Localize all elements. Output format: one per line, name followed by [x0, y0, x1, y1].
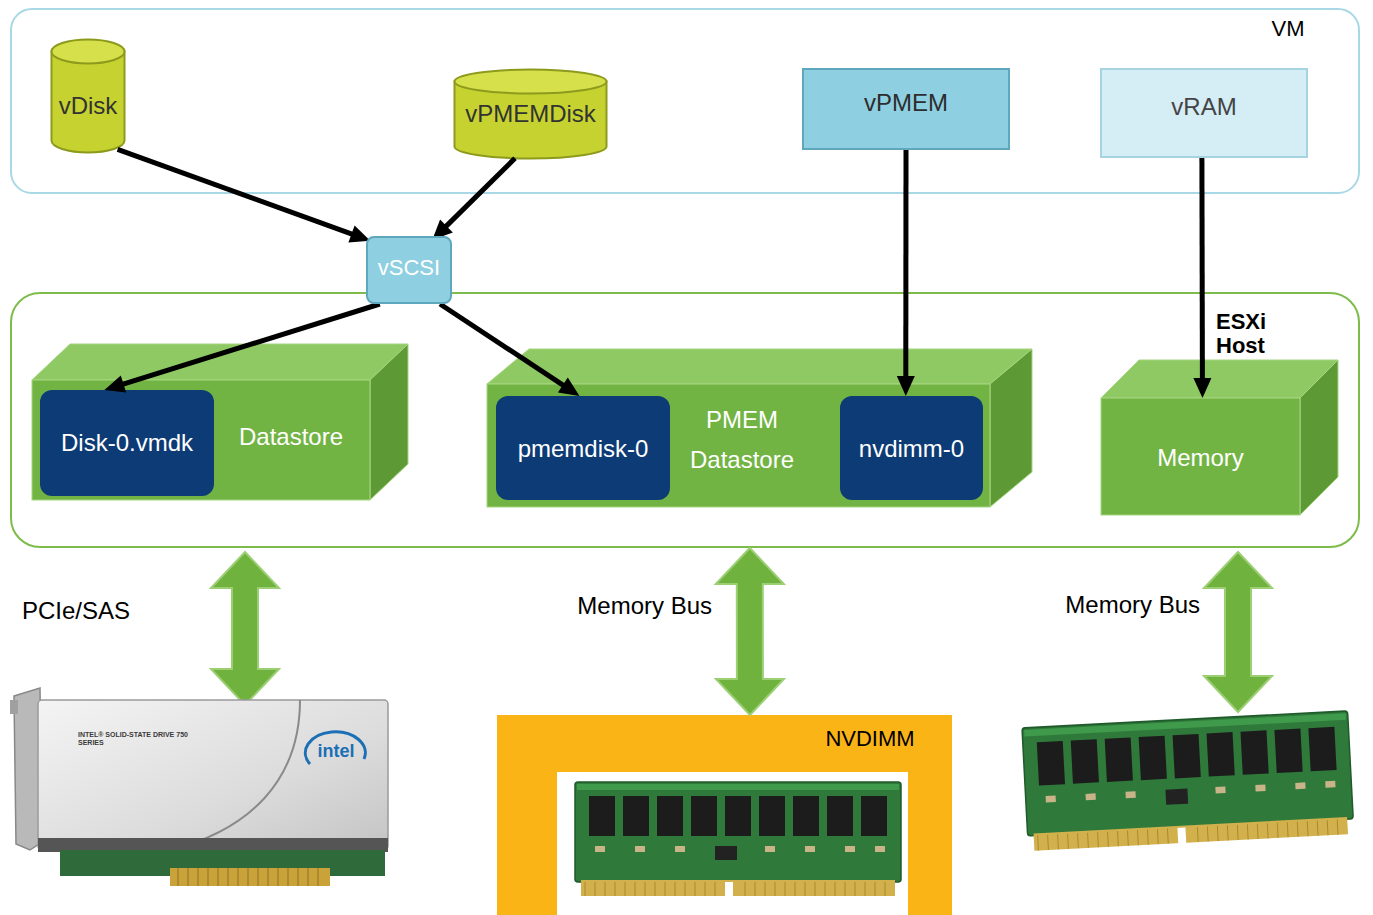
- connector-arrow: [118, 149, 371, 242]
- datastore-label: Datastore: [239, 422, 343, 451]
- virtual-disk: vDisk: [50, 38, 126, 154]
- host-label-holder: ESXi Host: [1216, 308, 1308, 360]
- file-label: Disk-0.vmdk: [61, 428, 193, 457]
- connector-arrow: [432, 158, 515, 240]
- vram-device: vRAM: [1100, 68, 1308, 158]
- host-label: ESXi Host: [1216, 310, 1308, 358]
- file-label: nvdimm-0: [859, 434, 964, 463]
- bus-label-holder: Memory Bus: [540, 588, 712, 622]
- bus-label-holder: PCIe/SAS: [22, 594, 172, 626]
- memory-block: Memory: [1101, 398, 1300, 515]
- vm-boundary: VM vDisk vPMEMDisk vPMEM vRAM: [10, 8, 1360, 194]
- product-print-holder: INTEL® SOLID-STATE DRIVE 750 SERIES: [78, 729, 188, 749]
- device-label: vRAM: [1171, 92, 1236, 121]
- virtual-disk: vPMEMDisk: [453, 68, 608, 160]
- block-3d-shape: [1101, 360, 1338, 515]
- datastore-block: Datastore Disk-0.vmdk: [32, 380, 370, 500]
- disk-label-holder: vPMEMDisk: [453, 94, 608, 132]
- file-box: Disk-0.vmdk: [40, 390, 214, 496]
- nvdimm-label-holder: NVDIMM: [800, 722, 940, 756]
- nvdimm-label: NVDIMM: [825, 726, 914, 752]
- disk-label: vPMEMDisk: [465, 99, 596, 128]
- bus-label: PCIe/SAS: [22, 596, 130, 625]
- memory-label: Memory: [1157, 443, 1244, 472]
- datastore-label: PMEM Datastore: [668, 400, 816, 480]
- connector-arrow: [1193, 158, 1211, 398]
- connector-arrow: [104, 304, 379, 393]
- bus-label: Memory Bus: [1065, 590, 1200, 619]
- file-box: nvdimm-0: [840, 396, 983, 500]
- vm-label-holder: VM: [1248, 12, 1328, 46]
- bus-label: Memory Bus: [577, 591, 712, 620]
- controller-label: vSCSI: [378, 255, 440, 281]
- vm-label: VM: [1272, 16, 1305, 42]
- controller-label-holder: vSCSI: [366, 250, 452, 286]
- controller-box: vSCSI: [366, 236, 452, 304]
- brand-logo-text: intel: [317, 740, 354, 762]
- memory-label-holder: Memory: [1101, 438, 1300, 476]
- disk-label: vDisk: [59, 91, 118, 120]
- device-label-holder: vPMEM: [802, 84, 1010, 120]
- vpmem-device: vPMEM: [802, 68, 1010, 150]
- datastore-label-holder: Datastore: [216, 416, 366, 456]
- device-label: vPMEM: [864, 88, 948, 117]
- device-label-holder: vRAM: [1100, 88, 1308, 124]
- connector-arrow: [897, 150, 915, 396]
- host-boundary: ESXi HostDatastore Disk-0.vmdk PMEM Datast…: [10, 292, 1360, 548]
- file-box: pmemdisk-0: [496, 396, 670, 500]
- bus-arrow: [716, 548, 784, 715]
- nvdimm-frame: NVDIMM: [497, 715, 952, 915]
- datastore-label-holder: PMEM Datastore: [668, 396, 816, 484]
- file-label-holder: Disk-0.vmdk: [40, 423, 214, 461]
- file-label-holder: nvdimm-0: [840, 429, 983, 467]
- product-print: INTEL® SOLID-STATE DRIVE 750 SERIES: [78, 731, 188, 747]
- datastore-block: PMEM Datastore pmemdisk-0 nvdimm-0: [487, 384, 990, 507]
- brand-logo-text-holder: intel: [306, 739, 366, 763]
- disk-label-holder: vDisk: [50, 86, 126, 124]
- file-label-holder: pmemdisk-0: [496, 429, 670, 467]
- bus-label-holder: Memory Bus: [1020, 587, 1200, 621]
- file-label: pmemdisk-0: [518, 434, 649, 463]
- connector-arrow: [440, 304, 580, 396]
